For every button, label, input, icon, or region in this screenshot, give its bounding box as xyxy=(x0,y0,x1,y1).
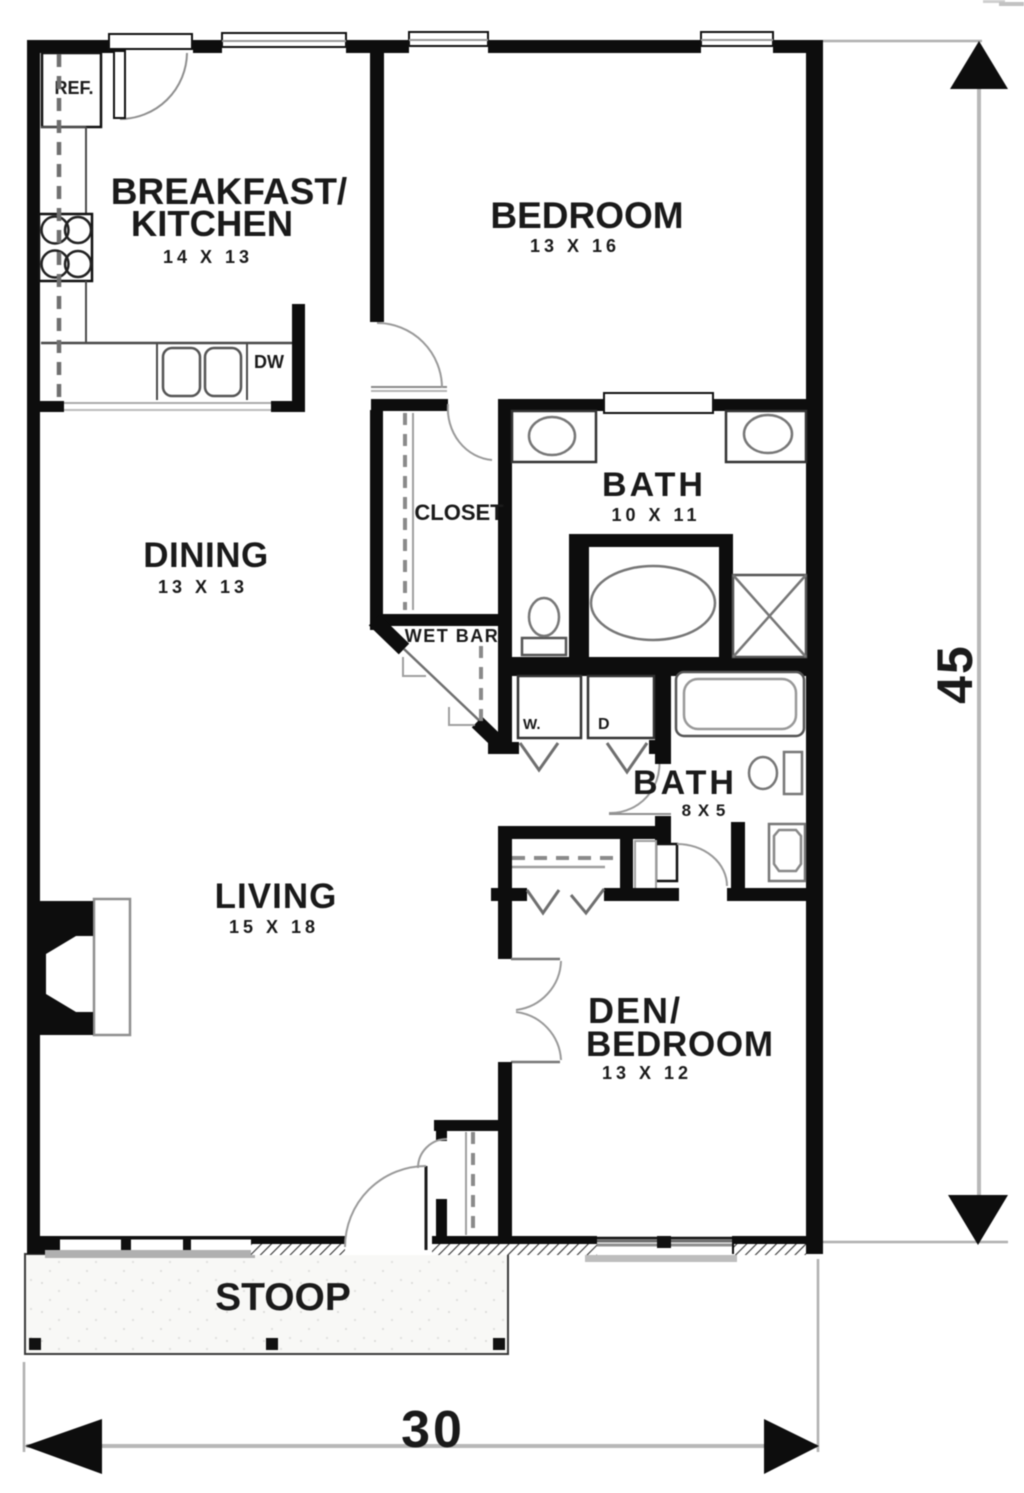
svg-text:13 X 12: 13 X 12 xyxy=(602,1063,692,1083)
svg-text:CLOSET: CLOSET xyxy=(414,500,504,525)
svg-text:REF.: REF. xyxy=(54,78,93,98)
svg-text:W.: W. xyxy=(523,716,541,733)
svg-text:BREAKFAST/: BREAKFAST/ xyxy=(111,171,347,212)
svg-text:13 X 16: 13 X 16 xyxy=(530,236,620,256)
svg-text:STOOP: STOOP xyxy=(215,1276,351,1319)
svg-text:BATH: BATH xyxy=(633,764,737,802)
svg-text:KITCHEN: KITCHEN xyxy=(131,203,293,244)
svg-text:10 X 11: 10 X 11 xyxy=(611,505,700,525)
svg-text:8 X 5: 8 X 5 xyxy=(682,801,727,820)
svg-text:14 X 13: 14 X 13 xyxy=(163,247,253,267)
svg-text:DINING: DINING xyxy=(143,536,269,575)
svg-text:LIVING: LIVING xyxy=(215,877,338,916)
svg-text:D: D xyxy=(598,716,610,733)
svg-text:30: 30 xyxy=(401,1401,465,1459)
svg-text:BATH: BATH xyxy=(602,466,706,504)
svg-text:WET BAR: WET BAR xyxy=(405,626,500,646)
svg-text:13 X 13: 13 X 13 xyxy=(158,577,248,597)
svg-text:DW: DW xyxy=(254,352,284,372)
svg-text:15 X 18: 15 X 18 xyxy=(229,917,319,937)
svg-text:BEDROOM: BEDROOM xyxy=(586,1025,774,1064)
svg-text:BEDROOM: BEDROOM xyxy=(490,195,683,236)
svg-text:DEN/: DEN/ xyxy=(588,990,682,1031)
svg-text:45: 45 xyxy=(927,644,983,704)
